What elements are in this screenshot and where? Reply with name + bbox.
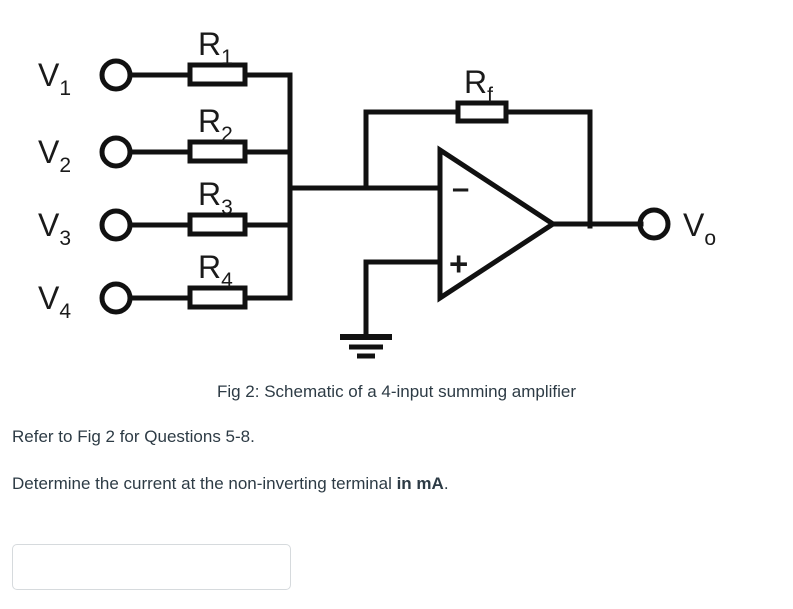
label-v3-base: V	[38, 207, 60, 243]
label-r4-sub: 4	[221, 269, 233, 292]
resistor-r2-body	[187, 139, 248, 164]
question-units-emphasis: in mA	[396, 474, 444, 493]
label-r2-sub: 2	[221, 123, 233, 146]
question-text: Determine the current at the non-inverti…	[12, 472, 449, 496]
label-v3: V3	[38, 207, 71, 250]
label-r4-base: R	[198, 249, 221, 285]
label-r4: R4	[198, 249, 233, 292]
resistor-r1-body	[187, 62, 248, 87]
input-terminal-v4	[99, 281, 133, 315]
label-r2-base: R	[198, 103, 221, 139]
label-r3: R3	[198, 176, 233, 219]
label-v3-sub: 3	[59, 227, 71, 250]
output-terminal-vo	[637, 207, 671, 241]
label-vo: Vo	[683, 207, 716, 250]
label-v2: V2	[38, 134, 71, 177]
ground-symbol	[340, 334, 392, 359]
input-terminal-v3	[99, 208, 133, 242]
label-v2-base: V	[38, 134, 60, 170]
opamp-noninverting-sign: +	[449, 245, 468, 282]
input-terminal-v2	[99, 135, 133, 169]
label-v2-sub: 2	[59, 154, 71, 177]
label-v4-base: V	[38, 280, 60, 316]
label-rf: Rf	[464, 64, 493, 107]
answer-input[interactable]	[12, 544, 291, 590]
label-r1-base: R	[198, 26, 221, 62]
question-tail: .	[443, 474, 449, 493]
label-v4-sub: 4	[59, 300, 71, 323]
label-v1-base: V	[38, 57, 60, 93]
label-v1-sub: 1	[59, 77, 71, 100]
question-lead: Determine the current at the non-inverti…	[12, 474, 397, 493]
label-rf-base: R	[464, 64, 487, 100]
input-terminal-v1	[99, 58, 133, 92]
label-vo-base: V	[683, 207, 705, 243]
opamp-triangle	[437, 145, 558, 303]
circuit-schematic: – + V1 V2 V3 V4 R1 R2 R3 R4 Rf	[38, 26, 716, 359]
resistor-r3-body	[187, 212, 248, 237]
label-vo-sub: o	[704, 227, 716, 250]
label-r3-base: R	[198, 176, 221, 212]
label-r3-sub: 3	[221, 196, 233, 219]
label-rf-sub: f	[487, 84, 493, 107]
label-v1: V1	[38, 57, 71, 100]
resistor-rf-body	[455, 100, 509, 124]
refer-text: Refer to Fig 2 for Questions 5-8.	[12, 427, 255, 446]
resistor-r4-body	[187, 285, 248, 310]
opamp-inverting-sign: –	[452, 170, 469, 205]
figure-area: – + V1 V2 V3 V4 R1 R2 R3 R4 Rf	[38, 26, 716, 359]
label-r2: R2	[198, 103, 233, 146]
label-r1: R1	[198, 26, 233, 69]
figure-caption: Fig 2: Schematic of a 4-input summing am…	[216, 382, 577, 401]
label-r1-sub: 1	[221, 46, 233, 69]
label-v4: V4	[38, 280, 71, 323]
